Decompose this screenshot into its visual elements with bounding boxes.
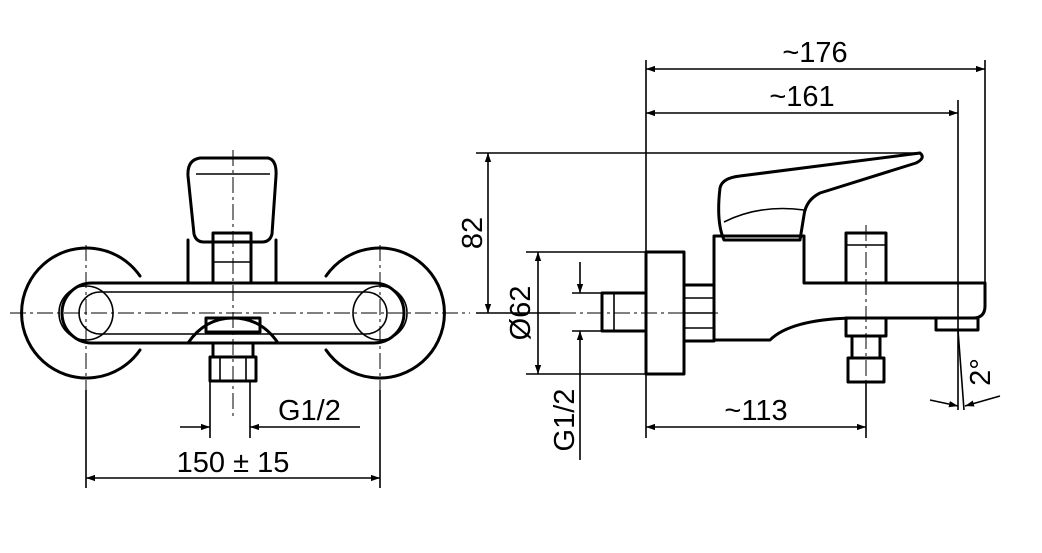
side-mixer-body xyxy=(712,234,987,342)
front-lever-handle xyxy=(186,156,278,285)
side-connection-nipple xyxy=(600,291,648,333)
left-wall-rosette xyxy=(20,246,142,380)
side-lever-handle xyxy=(717,151,924,242)
side-dim-total-length: ~176 xyxy=(782,37,847,69)
front-dim-center-distance: 150 ± 15 xyxy=(177,447,290,479)
front-dim-connection: G1/2 xyxy=(278,395,341,427)
side-dim-spout-length: ~161 xyxy=(769,81,834,113)
side-dim-angle: 2° xyxy=(965,358,997,386)
front-outlet xyxy=(186,316,280,383)
side-dim-outlet-distance: ~113 xyxy=(724,395,787,427)
front-view: G1/2 150 ± 15 xyxy=(10,150,470,488)
front-cartridge-nut xyxy=(211,231,253,285)
side-dim-connection: G1/2 xyxy=(549,389,581,452)
side-dim-height: 82 xyxy=(457,217,489,249)
side-view: ~176 ~161 82 Ø62 G1/2 ~113 2° xyxy=(457,37,1001,460)
diverter-knob xyxy=(844,231,888,285)
mixer-body xyxy=(60,281,406,345)
right-wall-rosette xyxy=(324,246,446,380)
spout-tip xyxy=(934,316,980,332)
side-dim-flange-diameter: Ø62 xyxy=(505,286,537,341)
side-hex-nut xyxy=(682,283,716,343)
